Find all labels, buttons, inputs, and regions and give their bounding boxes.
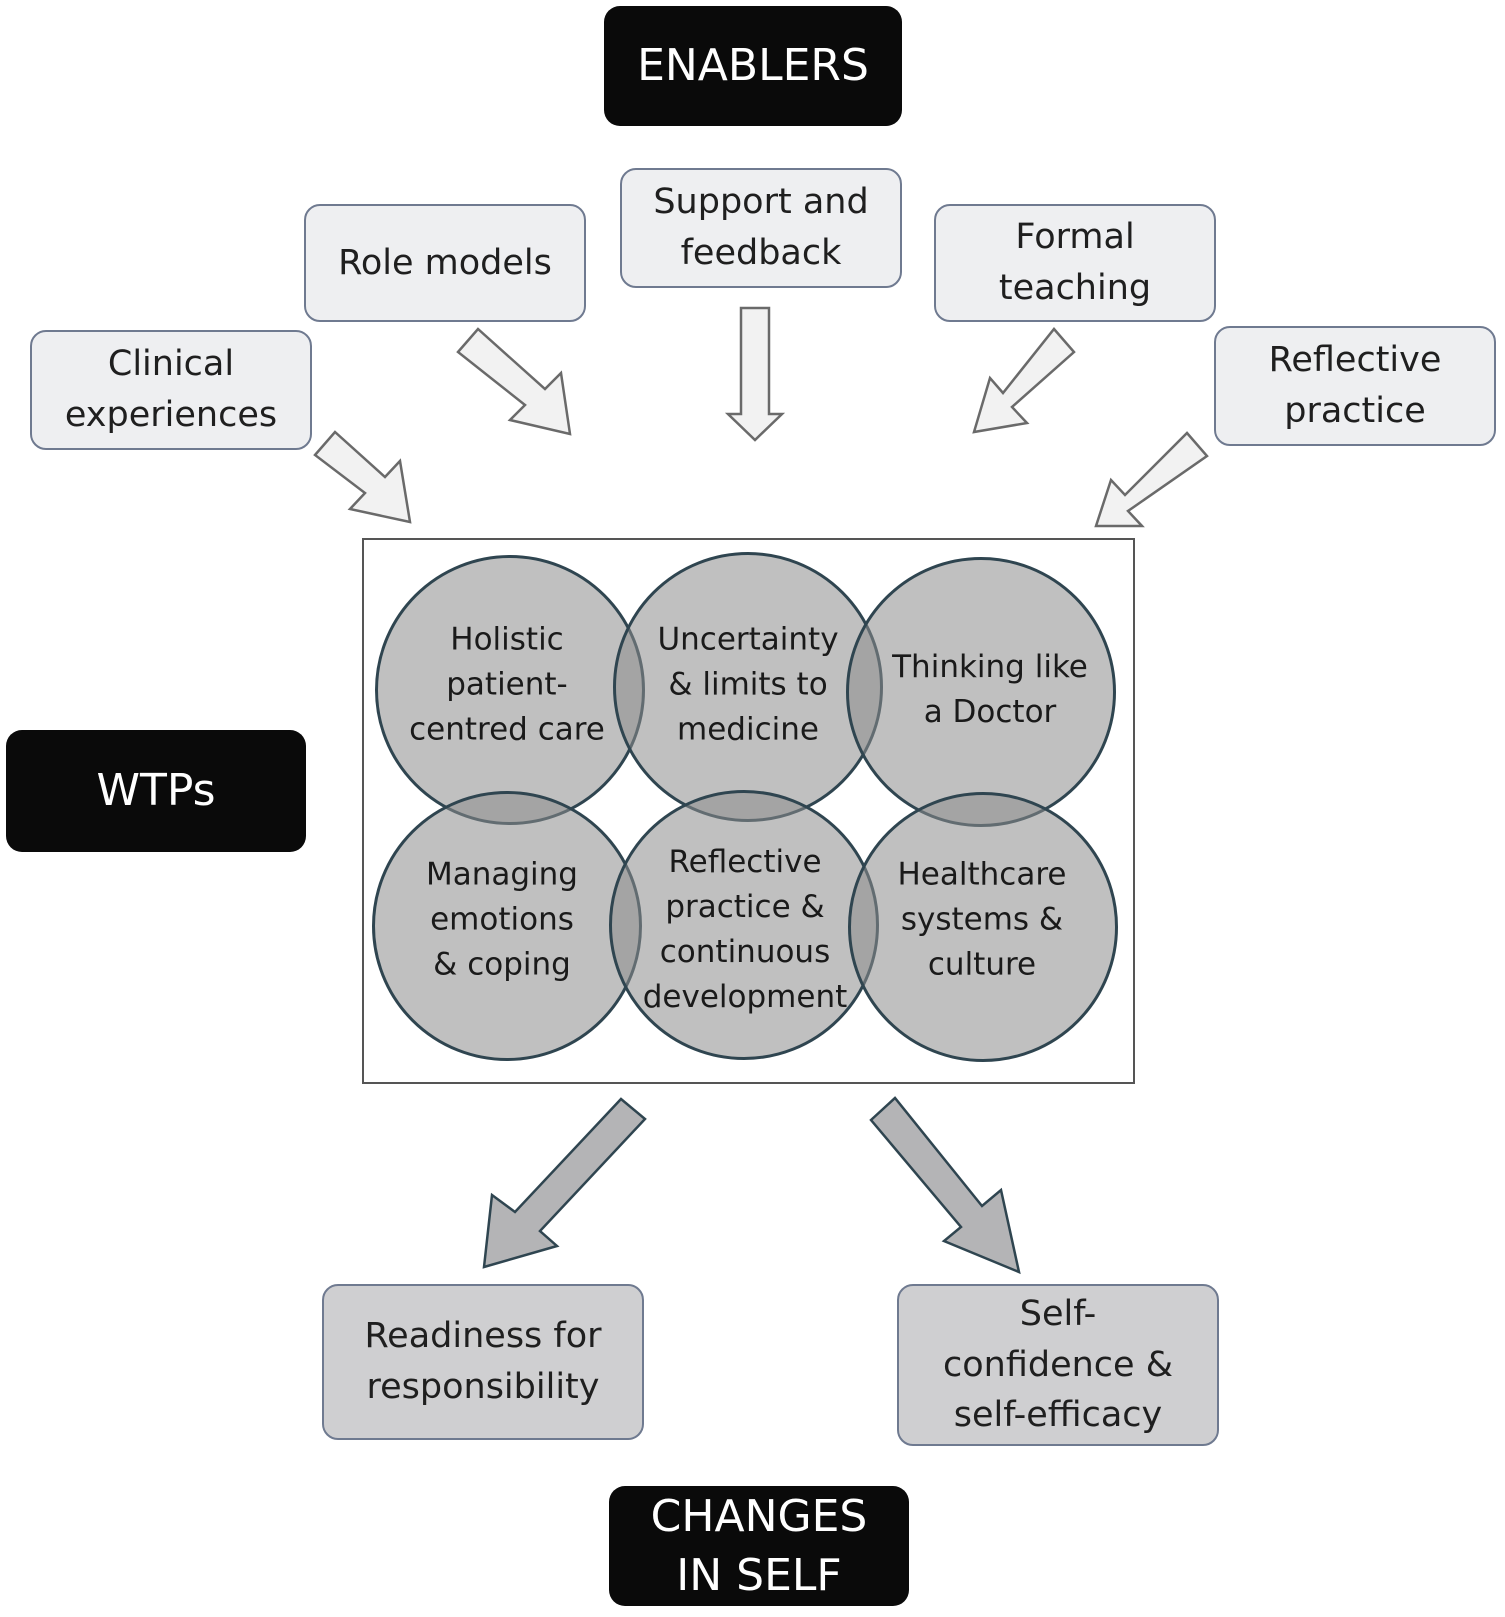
enabler-reflective-practice: Reflective practice xyxy=(1214,326,1496,446)
wtp-label-healthcare: Healthcare systems & culture xyxy=(857,853,1107,988)
enabler-role-models: Role models xyxy=(304,204,586,322)
arrow-role-models xyxy=(456,327,572,436)
outcome-self-line3: self-efficacy xyxy=(953,1395,1163,1436)
changes-in-self-header: CHANGES IN SELF xyxy=(609,1486,909,1606)
wtp-circle-healthcare xyxy=(848,792,1118,1062)
wtp-label-holistic: Holistic patient- centred care xyxy=(382,618,632,753)
enabler-clinical-experiences: Clinical experiences xyxy=(30,330,312,450)
arrow-support-and-feedback xyxy=(724,306,786,442)
wtp-reflective-line2: practice & xyxy=(665,889,825,926)
enabler-formal-teaching: Formal teaching xyxy=(934,204,1216,322)
wtp-holistic-line3: centred care xyxy=(409,711,605,748)
wtp-thinking-line2: a Doctor xyxy=(923,694,1057,730)
enabler-arrows xyxy=(313,306,1209,528)
enabler-support-and-feedback: Support and feedback xyxy=(620,168,902,288)
enabler-formal-line1: Formal xyxy=(1015,217,1135,258)
wtp-label-uncertainty: Uncertainty & limits to medicine xyxy=(623,618,873,753)
arrow-reflective-practice xyxy=(1094,431,1209,528)
arrow-clinical-experiences xyxy=(313,430,412,524)
enablers-header-label: ENABLERS xyxy=(637,39,869,91)
changes-header-line2: IN SELF xyxy=(676,1550,842,1601)
enabler-support-line2: feedback xyxy=(680,233,842,273)
wtp-label-thinking: Thinking like a Doctor xyxy=(865,645,1115,735)
wtps-header-label: WTPs xyxy=(96,764,216,816)
wtp-reflective-line1: Reflective xyxy=(668,844,822,881)
outcome-self-line1: Self- xyxy=(1019,1293,1097,1334)
outcome-self-confidence: Self- confidence & self-efficacy xyxy=(897,1284,1219,1446)
enabler-support-line1: Support and xyxy=(653,182,869,223)
wtp-circle-holistic xyxy=(375,555,645,825)
wtp-reflective-line3: continuous xyxy=(659,934,831,970)
wtp-healthcare-line1: Healthcare xyxy=(897,856,1067,893)
wtp-uncertainty-line3: medicine xyxy=(677,711,819,748)
wtp-uncertainty-line1: Uncertainty xyxy=(657,621,839,658)
wtp-managing-line1: Managing xyxy=(425,856,578,893)
enabler-clinical-line1: Clinical xyxy=(107,344,235,385)
enabler-role-models-label: Role models xyxy=(338,242,552,283)
wtp-reflective-line4: development xyxy=(642,978,848,1015)
wtps-header: WTPs xyxy=(6,730,306,852)
wtp-circle-managing xyxy=(372,791,642,1061)
enabler-formal-line2: teaching xyxy=(998,268,1152,308)
enabler-clinical-line2: experiences xyxy=(64,395,278,435)
arrow-readiness xyxy=(482,1097,647,1269)
outcome-readiness-line2: responsibility xyxy=(366,1367,600,1407)
wtp-holistic-line1: Holistic xyxy=(450,621,564,658)
changes-header-line1: CHANGES xyxy=(650,1490,868,1542)
outcome-readiness-line1: Readiness for xyxy=(364,1316,602,1357)
wtp-label-managing: Managing emotions & coping xyxy=(377,853,627,988)
arrow-self-confidence xyxy=(869,1096,1021,1275)
wtp-circle-uncertainty xyxy=(613,552,883,822)
enablers-header: ENABLERS xyxy=(604,6,902,126)
outcome-arrows xyxy=(482,1096,1021,1275)
wtp-healthcare-line3: culture xyxy=(927,946,1037,983)
outcome-self-line2: confidence & xyxy=(942,1344,1173,1385)
wtp-managing-line2: emotions xyxy=(430,901,574,938)
wtp-healthcare-line2: systems & xyxy=(900,901,1064,938)
wtp-managing-line3: & coping xyxy=(433,946,571,983)
wtp-circle-thinking xyxy=(846,557,1116,827)
enabler-reflective-line2: practice xyxy=(1284,391,1426,431)
wtp-label-reflective: Reflective practice & continuous develop… xyxy=(620,840,870,1020)
wtp-holistic-line2: patient- xyxy=(446,666,568,703)
wtp-thinking-line1: Thinking like xyxy=(892,649,1088,686)
outcome-readiness-for-responsibility: Readiness for responsibility xyxy=(322,1284,644,1440)
wtp-uncertainty-line2: & limits to xyxy=(668,666,828,703)
arrow-formal-teaching xyxy=(972,327,1076,434)
enabler-reflective-line1: Reflective xyxy=(1268,340,1442,381)
